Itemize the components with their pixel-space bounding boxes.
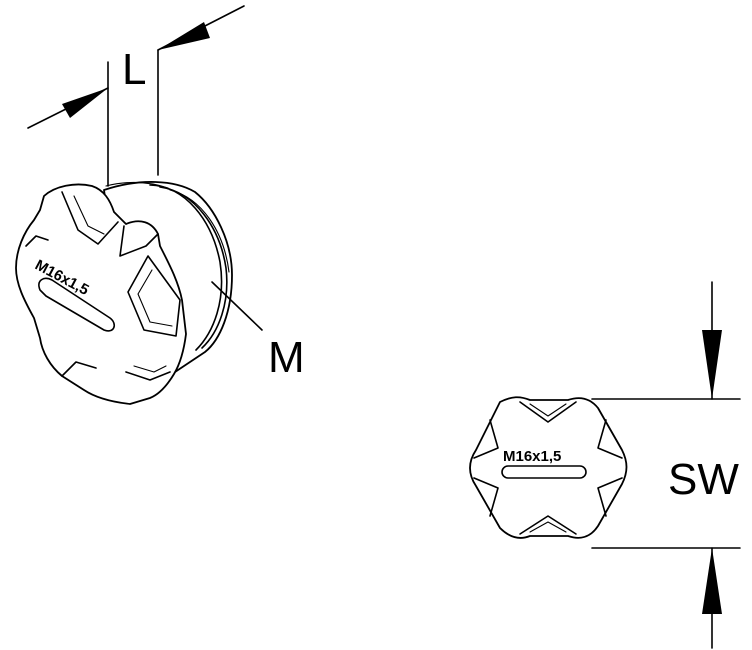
plug-front-view: M16x1,5 xyxy=(469,396,628,539)
front-recess-lower-right xyxy=(597,477,623,517)
knob-recess-left xyxy=(25,235,49,247)
front-recess-upper-left xyxy=(473,419,499,459)
knob-recess-lower-inner xyxy=(133,365,167,373)
arrowhead-SW-bottom xyxy=(702,548,722,614)
front-recess-top-inner xyxy=(529,403,567,417)
leader-line-M xyxy=(211,281,263,331)
arrowhead-SW-top xyxy=(702,330,722,399)
thread-ring-1 xyxy=(149,184,223,351)
knob-recess-bottom xyxy=(61,361,97,377)
face-slot xyxy=(38,277,116,332)
arrowhead-L-left xyxy=(62,88,108,118)
front-recess-upper-right xyxy=(597,419,623,459)
knob-recess-top xyxy=(61,191,119,245)
dimension-L: L xyxy=(27,5,245,187)
label-SW: SW xyxy=(668,455,739,504)
dimension-SW: SW xyxy=(591,281,741,649)
plug-side-view: M16x1,5 xyxy=(15,181,233,405)
front-recess-lower-left xyxy=(473,477,499,517)
front-recess-bottom-inner xyxy=(529,521,567,533)
thread-ring-3 xyxy=(169,189,230,273)
knob-recess-right-upper xyxy=(119,225,159,257)
front-marking-text: M16x1,5 xyxy=(503,448,561,465)
front-knob-outline xyxy=(469,396,628,539)
knob-recess-top-inner xyxy=(73,195,105,235)
front-slot xyxy=(501,465,587,479)
label-L: L xyxy=(122,45,146,94)
arrowhead-L-right xyxy=(158,22,210,50)
knob-outline xyxy=(15,183,187,405)
dimension-M: M xyxy=(211,281,305,382)
knob-recess-lower xyxy=(125,371,171,381)
front-recess-top xyxy=(519,401,577,423)
label-M: M xyxy=(268,333,305,382)
knob-recess-right-inner xyxy=(137,269,173,327)
knob-recess-right xyxy=(127,255,181,337)
thread-ring-2 xyxy=(159,186,228,349)
front-recess-bottom xyxy=(519,515,577,535)
thread-ring-4 xyxy=(105,181,169,189)
